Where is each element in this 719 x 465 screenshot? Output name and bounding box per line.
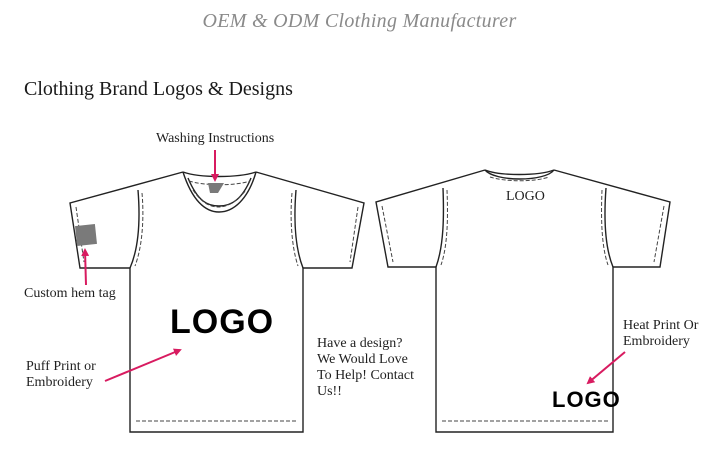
- heat-print-label: Heat Print Or Embroidery: [623, 318, 698, 350]
- back-neck-logo: LOGO: [506, 189, 545, 204]
- front-logo: LOGO: [170, 303, 275, 341]
- hem-tag: [75, 224, 97, 246]
- heat-print-arrow: [586, 351, 626, 385]
- front-stitching: [75, 180, 359, 422]
- back-tshirt: [375, 169, 671, 433]
- heat-print-label-line2: Embroidery: [623, 334, 690, 349]
- back-hem-logo: LOGO: [552, 387, 621, 412]
- washing-instructions-label: Washing Instructions: [156, 131, 275, 146]
- section-title: Clothing Brand Logos & Designs: [24, 78, 293, 100]
- promo-line3: To Help! Contact: [317, 368, 414, 383]
- back-stitching: [381, 176, 665, 422]
- puff-print-arrow: [104, 348, 182, 382]
- washing-label-tag: [208, 183, 224, 193]
- heat-print-label-line1: Heat Print Or: [623, 318, 699, 333]
- promo-text: Have a design? We Would Love To Help! Co…: [317, 336, 414, 400]
- page-header-title: OEM & ODM Clothing Manufacturer: [202, 10, 517, 32]
- front-tshirt: [69, 171, 365, 433]
- custom-hem-tag-label: Custom hem tag: [24, 286, 116, 301]
- hem-tag-arrow: [81, 248, 90, 286]
- promo-line1: Have a design?: [317, 336, 403, 351]
- promo-line4: Us!!: [317, 384, 342, 399]
- puff-print-label-line1: Puff Print or: [26, 359, 96, 374]
- puff-print-label-line2: Embroidery: [26, 375, 93, 390]
- puff-print-label: Puff Print or Embroidery: [26, 359, 96, 391]
- promo-line2: We Would Love: [317, 352, 408, 367]
